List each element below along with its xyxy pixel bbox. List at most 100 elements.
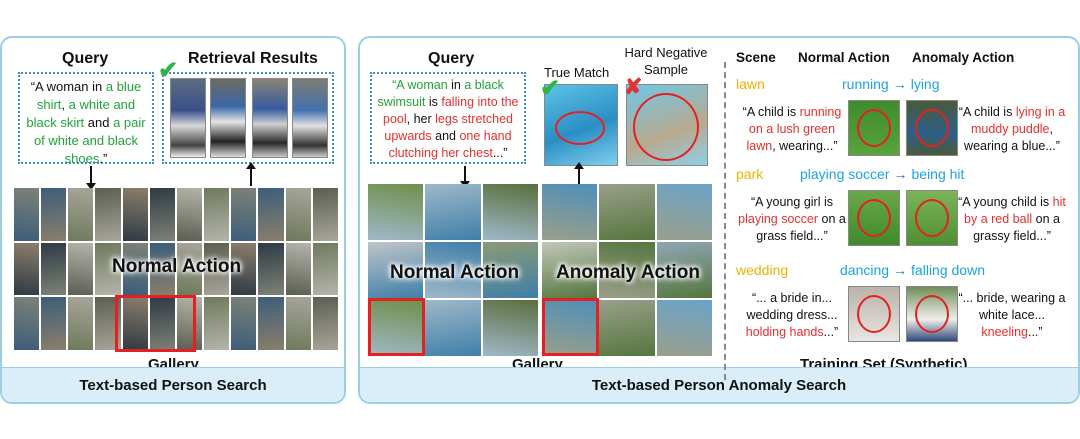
action-anomaly: falling down (911, 262, 985, 278)
middle-query-box: “A woman in a black swimsuit is falling … (370, 72, 526, 164)
gallery-thumbnail (285, 242, 311, 296)
gallery-thumbnail (68, 297, 94, 350)
synthetic.rows.0.normal_parts-segment: “A child is (742, 105, 800, 119)
gallery-thumbnail (149, 297, 175, 350)
gallery-thumbnail (599, 184, 655, 240)
hard-negative-cross-icon: ✘ (624, 74, 643, 99)
action-normal: playing soccer (800, 166, 890, 182)
gallery-thumbnail (482, 300, 538, 356)
true-match-label: True Match (544, 65, 610, 80)
highlight-circle (915, 199, 949, 237)
gallery-thumbnail (312, 297, 338, 350)
gallery-thumbnail (258, 242, 284, 296)
normal-caption: “... a bride in... wedding dress... hold… (736, 290, 848, 341)
gallery-thumbnail (542, 300, 598, 356)
action-arrow: → (892, 76, 907, 92)
gallery-thumbnail (122, 297, 148, 350)
left-query-box: “A woman in a blue shirt, a white and bl… (18, 72, 154, 166)
gallery-thumbnail (425, 184, 481, 240)
gallery-thumbnail (312, 242, 338, 296)
synthetic.rows.2.anomaly_parts-segment: “... bride, wearing a white lace... (958, 291, 1066, 322)
normal-action-image (848, 100, 900, 156)
synthetic.rows.2.normal_parts-segment: ...” (823, 325, 839, 339)
left.query_parts-segment: and (84, 115, 114, 130)
gallery-thumbnail (231, 297, 257, 350)
right-panel-footer: Text-based Person Anomaly Search (360, 367, 1078, 402)
gallery-thumbnail (258, 297, 284, 350)
anomaly-caption: “A child is lying in a muddy puddle, wea… (956, 104, 1068, 155)
synthetic.rows.2.normal_parts-segment: holding hands (745, 325, 824, 339)
text-based-person-anomaly-search-panel: Query True Match Hard Negative Sample “A… (358, 36, 1080, 404)
normal-caption: “A child is running on a lush green lawn… (736, 104, 848, 155)
synthetic.rows.0.anomaly_parts-segment: , wearing a blue...” (964, 122, 1060, 153)
true-match-check-icon: ✔ (540, 75, 561, 102)
query-down-arrow (86, 166, 96, 190)
middle-query-title: Query (428, 50, 475, 67)
gallery-thumbnail (368, 184, 424, 240)
left.query_parts-segment: , (61, 97, 69, 112)
gallery-thumbnail (656, 242, 712, 298)
gallery-thumbnail (41, 188, 67, 241)
anomaly-action-image (906, 286, 958, 342)
left-overlay-normal-action: Normal Action (112, 256, 242, 277)
synthetic.rows.1.normal_parts-segment: “A young girl is (751, 195, 833, 209)
anomaly-caption: “A young child is hit by a red ball on a… (956, 194, 1068, 245)
action-transition: running→lying (842, 76, 940, 92)
left.query_parts-segment: .” (99, 151, 108, 166)
gallery-thumbnail (68, 242, 94, 296)
gallery-thumbnail (14, 297, 40, 350)
left.query_parts-segment: a blue shirt (36, 79, 142, 112)
highlight-circle (857, 199, 891, 237)
normal-action-image (848, 190, 900, 246)
gallery-thumbnail (68, 188, 94, 241)
left-results-title: Retrieval Results (188, 50, 318, 67)
true-match-up-arrow (574, 162, 584, 184)
retrieval-result-image-1 (170, 78, 206, 158)
synthetic.rows.1.normal_parts-segment: playing soccer (738, 212, 819, 226)
highlight-circle (857, 109, 891, 147)
middle-gallery-normal-highlight (368, 298, 425, 356)
synthetic-header-anomaly: Anomaly Action (912, 50, 1015, 65)
results-up-arrow (246, 162, 256, 186)
synthetic.rows.1.anomaly_parts-segment: on a grassy field...” (973, 212, 1060, 243)
synthetic.rows.1.normal_parts-segment: on a grass field...” (756, 212, 846, 243)
middle.query_parts-segment: falling into the pool (383, 95, 519, 126)
normal-caption: “A young girl is playing soccer on a gra… (736, 194, 848, 245)
highlight-circle (915, 109, 949, 147)
gallery-thumbnail (656, 300, 712, 356)
left-query-text: “A woman in a blue shirt, a white and bl… (20, 74, 152, 172)
action-anomaly: being hit (911, 166, 965, 182)
left-query-title: Query (62, 50, 109, 67)
middle.query_parts-segment: in (451, 78, 465, 92)
gallery-thumbnail (258, 188, 284, 241)
gallery-thumbnail (599, 300, 655, 356)
action-arrow: → (893, 262, 908, 278)
retrieval-result-image-3 (252, 78, 288, 158)
gallery-thumbnail (176, 188, 203, 241)
gallery-thumbnail (425, 300, 481, 356)
middle-overlay-normal-action: Normal Action (390, 262, 520, 283)
gallery-thumbnail (231, 188, 257, 241)
gallery-thumbnail (122, 242, 148, 296)
left.query_parts-segment: a pair of white and black shoes (33, 115, 146, 166)
synthetic.rows.0.anomaly_parts-segment: “A child is (958, 105, 1016, 119)
gallery-thumbnail (312, 188, 338, 241)
anomaly-action-image (906, 190, 958, 246)
gallery-thumbnail (285, 188, 311, 241)
highlight-circle (857, 295, 891, 333)
retrieval-result-image-2 (210, 78, 246, 158)
gallery-thumbnail (482, 184, 538, 240)
middle.query_parts-segment: “A woman (392, 78, 452, 92)
gallery-thumbnail (149, 242, 175, 296)
gallery-thumbnail (14, 242, 40, 296)
section-divider (724, 62, 726, 380)
gallery-thumbnail (542, 242, 598, 298)
left-panel-footer: Text-based Person Search (2, 367, 344, 402)
gallery-thumbnail (204, 242, 230, 296)
action-normal: running (842, 76, 889, 92)
gallery-thumbnail (599, 242, 655, 298)
gallery-thumbnail (41, 297, 67, 350)
gallery-thumbnail (14, 188, 40, 241)
hard-negative-circle (633, 93, 699, 161)
anomaly-action-image (906, 100, 958, 156)
